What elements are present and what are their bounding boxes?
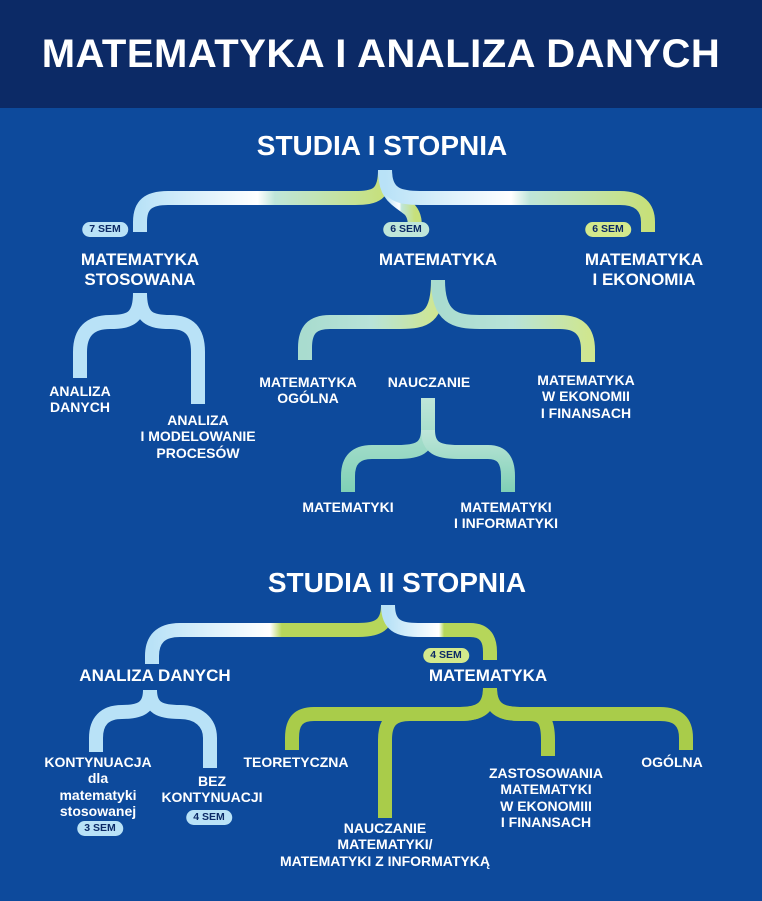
spec-analiza-danych: ANALIZA DANYCH [49,383,111,416]
teaching-matematyki-informatyki: MATEMATYKI I INFORMATYKI [454,499,558,532]
spec-nauczanie-ii: NAUCZANIE MATEMATYKI/ MATEMATYKI Z INFOR… [280,820,490,869]
badge-stosowana: 7 SEM [82,222,128,237]
badge-bez-kontynuacji: 4 SEM [186,810,232,825]
option-kontynuacja: KONTYNUACJA dla matematyki stosowanej [44,754,152,820]
spec-matematyka-ekonomii: MATEMATYKA W EKONOMII I FINANSACH [537,372,635,421]
program-matematyka: MATEMATYKA [378,250,498,269]
program-matematyka-stosowana: MATEMATYKA STOSOWANA [80,250,200,289]
first-degree-heading: STUDIA I STOPNIA [256,130,508,161]
branch-matematyka-ii [285,687,693,818]
branch-nauczanie [341,398,515,492]
spec-nauczanie: NAUCZANIE [387,374,471,390]
badge-kontynuacja: 3 SEM [77,821,123,836]
badge-matematyka-ii: 4 SEM [423,648,469,663]
spec-teoretyczna: TEORETYCZNA [243,754,349,770]
spec-matematyka-ogolna: MATEMATYKA OGÓLNA [259,374,357,407]
program-analiza-danych-ii: ANALIZA DANYCH [79,666,231,685]
header-banner: MATEMATYKA I ANALIZA DANYCH [0,0,762,108]
spec-ogolna-ii: OGÓLNA [641,754,703,770]
badge-ekonomia: 6 SEM [585,222,631,237]
teaching-matematyki: MATEMATYKI [302,499,394,515]
second-degree-heading: STUDIA II STOPNIA [267,567,527,598]
spec-analiza-modelowanie: ANALIZA I MODELOWANIE PROCESÓW [140,412,256,461]
badge-matematyka: 6 SEM [383,222,429,237]
page-title: MATEMATYKA I ANALIZA DANYCH [41,31,721,76]
branch-stosowana [73,292,205,404]
branch-analiza-danych [89,689,217,768]
program-matematyka-ekonomia: MATEMATYKA I EKONOMIA [584,250,704,289]
program-matematyka-ii: MATEMATYKA [428,666,548,685]
branch-matematyka [298,279,595,378]
branch-second-degree-top [145,604,497,664]
option-bez-kontynuacji: BEZ KONTYNUACJI [161,773,263,806]
spec-zastosowania: ZASTOSOWANIA MATEMATYKI W EKONOMIII I FI… [488,765,604,831]
